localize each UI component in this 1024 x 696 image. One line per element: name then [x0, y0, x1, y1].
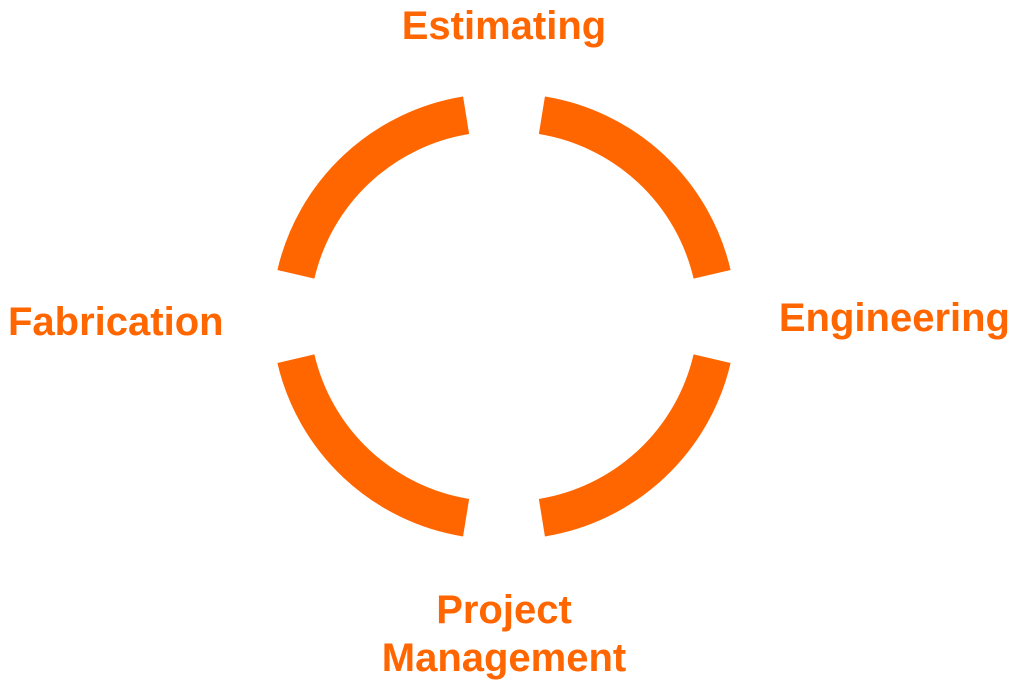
arc-segment-bottom-right [538, 354, 731, 537]
stage-label-estimating: Estimating [401, 4, 607, 48]
stage-label-project-management: Project Management [0, 586, 1008, 682]
stage-label-project: Project [436, 588, 572, 632]
stage-label-fabrication: Fabrication [8, 300, 224, 344]
stage-label-engineering: Engineering [778, 296, 1010, 340]
arc-segment-bottom-left [277, 354, 470, 537]
arc-segment-top-left [277, 96, 470, 279]
stage-label-management: Management [381, 636, 627, 680]
arc-segment-top-right [538, 96, 731, 279]
